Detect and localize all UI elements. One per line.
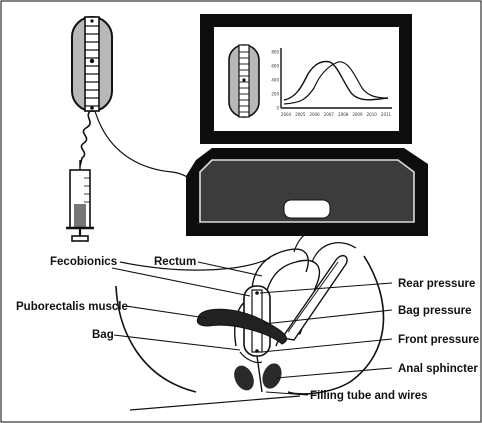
screen-chart-y-tick: 0 <box>276 106 279 111</box>
label-bag: Bag <box>92 329 241 351</box>
screen-chart-x-tick: 2011 <box>381 112 392 117</box>
label-rear-pressure: Rear pressure <box>259 278 475 294</box>
svg-text:Front pressure: Front pressure <box>398 334 479 346</box>
syringe-icon <box>66 160 94 242</box>
svg-text:Rear pressure: Rear pressure <box>398 278 475 290</box>
screen-chart-x-tick: 2010 <box>367 112 378 117</box>
screen-chart-x-tick: 2005 <box>295 112 306 117</box>
label-fecobionics: Fecobionics <box>50 256 251 297</box>
label-puborectalis: Puborectalis muscle <box>16 301 207 319</box>
svg-text:Filling tube and wires: Filling tube and wires <box>310 390 428 402</box>
screen-chart-x-tick: 2006 <box>309 112 320 117</box>
screen-chart-y-tick: 400 <box>271 78 279 83</box>
label-filling-tube: Filling tube and wires <box>265 390 428 402</box>
label-anal-sphincter: Anal sphincter <box>275 363 478 379</box>
screen-chart-y-tick: 800 <box>271 50 279 55</box>
screen-chart-y-tick: 600 <box>271 64 279 69</box>
tube-to-syringe <box>79 110 91 167</box>
screen-chart-x-tick: 2009 <box>352 112 363 117</box>
screen-chart-x-tick: 2004 <box>281 112 292 117</box>
screen-chart-x-tick: 2007 <box>324 112 335 117</box>
svg-text:Puborectalis muscle: Puborectalis muscle <box>16 301 128 313</box>
touchpad <box>283 199 331 219</box>
svg-text:Fecobionics: Fecobionics <box>50 256 117 268</box>
label-rectum: Rectum <box>154 256 263 277</box>
anatomy-cross-section <box>115 227 385 411</box>
screen-chart-x-tick: 2008 <box>338 112 349 117</box>
label-front-pressure: Front pressure <box>261 334 479 353</box>
svg-text:Bag: Bag <box>92 329 114 341</box>
label-bag-pressure: Bag pressure <box>263 305 472 325</box>
fecobionics-device-icon <box>71 16 113 112</box>
anal-sphincter <box>234 363 282 391</box>
svg-text:Bag pressure: Bag pressure <box>398 305 472 317</box>
svg-text:Anal sphincter: Anal sphincter <box>398 363 478 375</box>
screen-device-icon <box>228 44 260 118</box>
puborectalis-sling <box>196 308 288 345</box>
trace-line-2 <box>283 61 389 105</box>
trace-line-1 <box>283 60 389 101</box>
svg-text:Rectum: Rectum <box>154 256 196 268</box>
laptop-icon <box>186 14 428 236</box>
screen-chart-y-tick: 200 <box>271 92 279 97</box>
